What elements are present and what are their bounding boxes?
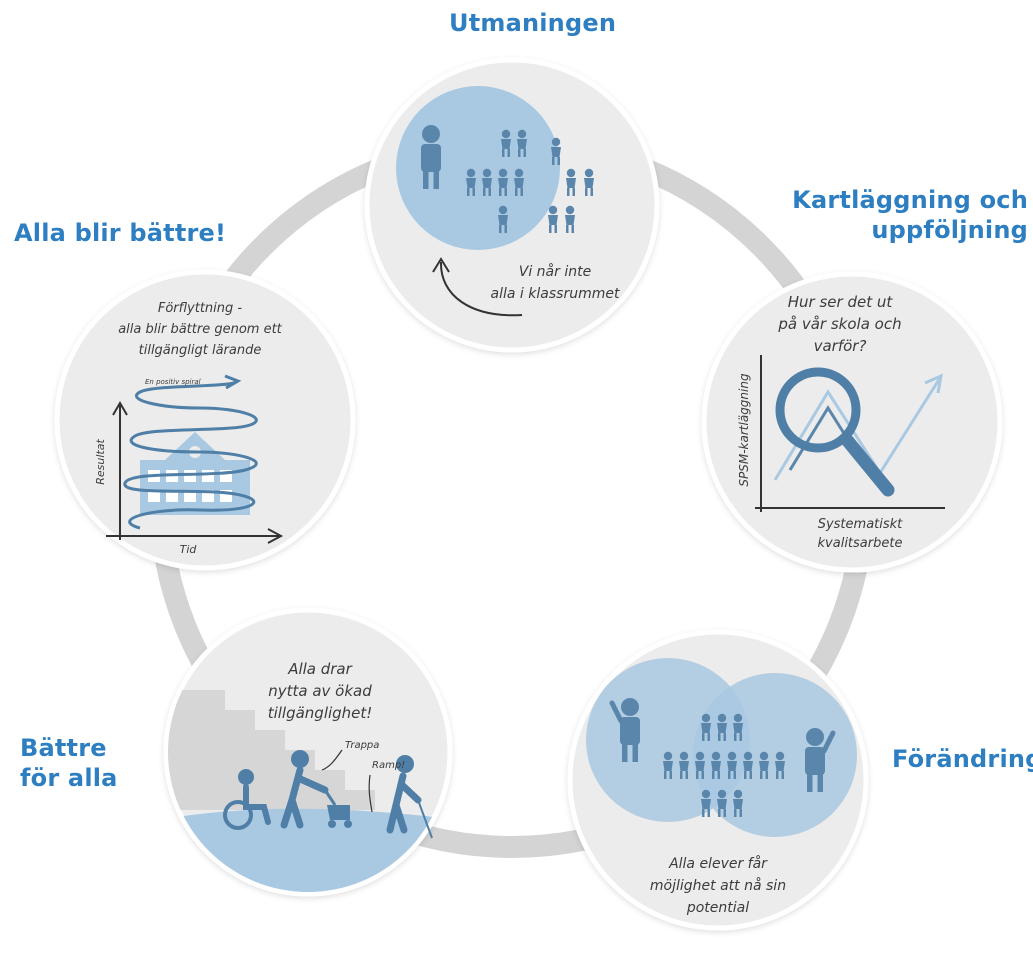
magnifier-icon bbox=[775, 367, 895, 497]
mapping-question-line3: varför? bbox=[814, 337, 867, 355]
better-heading-line1: Bättre bbox=[20, 734, 107, 762]
allbetter-text-line1: Förflyttning - bbox=[158, 301, 243, 316]
mapping-x-axis-line2: kvalitsarbete bbox=[818, 536, 903, 551]
result-axes bbox=[106, 401, 284, 544]
better-for-all-node: Alla drar nytta av ökad tillgänglighet! … bbox=[163, 607, 453, 897]
ramp-shape bbox=[168, 808, 448, 892]
positive-spiral-icon bbox=[123, 379, 258, 530]
better-heading-line2: för alla bbox=[20, 764, 118, 792]
better-text-line3: tillgänglighet! bbox=[268, 704, 373, 722]
mapping-y-axis-label: SPSM-kartläggning bbox=[737, 373, 751, 487]
inclusive-students-icon bbox=[609, 698, 836, 817]
mapping-question-line2: på vår skola och bbox=[777, 315, 901, 333]
change-heading: Förändring bbox=[892, 745, 1033, 773]
change-text-line1: Alla elever får bbox=[668, 855, 768, 872]
better-heading: Bättre för alla bbox=[20, 733, 118, 793]
ramp-label: Ramp! bbox=[372, 760, 405, 771]
allbetter-text-line2: alla blir bättre genom ett bbox=[118, 322, 282, 337]
all-better-heading: Alla blir bättre! bbox=[14, 219, 227, 247]
result-axis-label: Resultat bbox=[94, 439, 107, 485]
better-text-line1: Alla drar bbox=[287, 660, 352, 678]
spiral-label: En positiv spiral bbox=[145, 378, 201, 386]
mapping-question-line1: Hur ser det ut bbox=[788, 293, 894, 311]
change-text-line2: möjlighet att nå sin bbox=[650, 877, 786, 894]
all-better-node: Förflyttning - alla blir bättre genom et… bbox=[54, 269, 356, 571]
challenge-node: Vi når inte alla i klassrummet bbox=[364, 57, 660, 353]
change-text-line3: potential bbox=[686, 900, 749, 916]
stairs-label: Trappa bbox=[345, 740, 379, 751]
mapping-node: Hur ser det ut på vår skola och varför? … bbox=[701, 271, 1003, 573]
overlap-circle-right bbox=[693, 673, 857, 837]
mapping-heading-line2: uppföljning bbox=[871, 216, 1028, 244]
challenge-text-line2: alla i klassrummet bbox=[491, 286, 620, 302]
accessibility-people-icon bbox=[223, 750, 433, 839]
challenge-heading: Utmaningen bbox=[449, 9, 617, 37]
better-text-line2: nytta av ökad bbox=[268, 682, 372, 700]
allbetter-text-line3: tillgängligt lärande bbox=[139, 343, 262, 358]
chart-axes bbox=[755, 355, 945, 512]
school-building-icon bbox=[140, 432, 250, 515]
classroom-reach-circle bbox=[396, 86, 560, 250]
mapping-heading: Kartläggning och uppföljning bbox=[792, 185, 1028, 245]
stairs-shape bbox=[168, 690, 375, 810]
mapping-heading-line1: Kartläggning och bbox=[792, 186, 1028, 214]
curved-arrow-icon bbox=[439, 261, 523, 317]
time-axis-label: Tid bbox=[180, 543, 198, 556]
change-node: Alla elever får möjlighet att nå sin pot… bbox=[567, 629, 869, 931]
mapping-x-axis-line1: Systematiskt bbox=[818, 517, 903, 532]
challenge-text-line1: Vi når inte bbox=[519, 263, 591, 280]
